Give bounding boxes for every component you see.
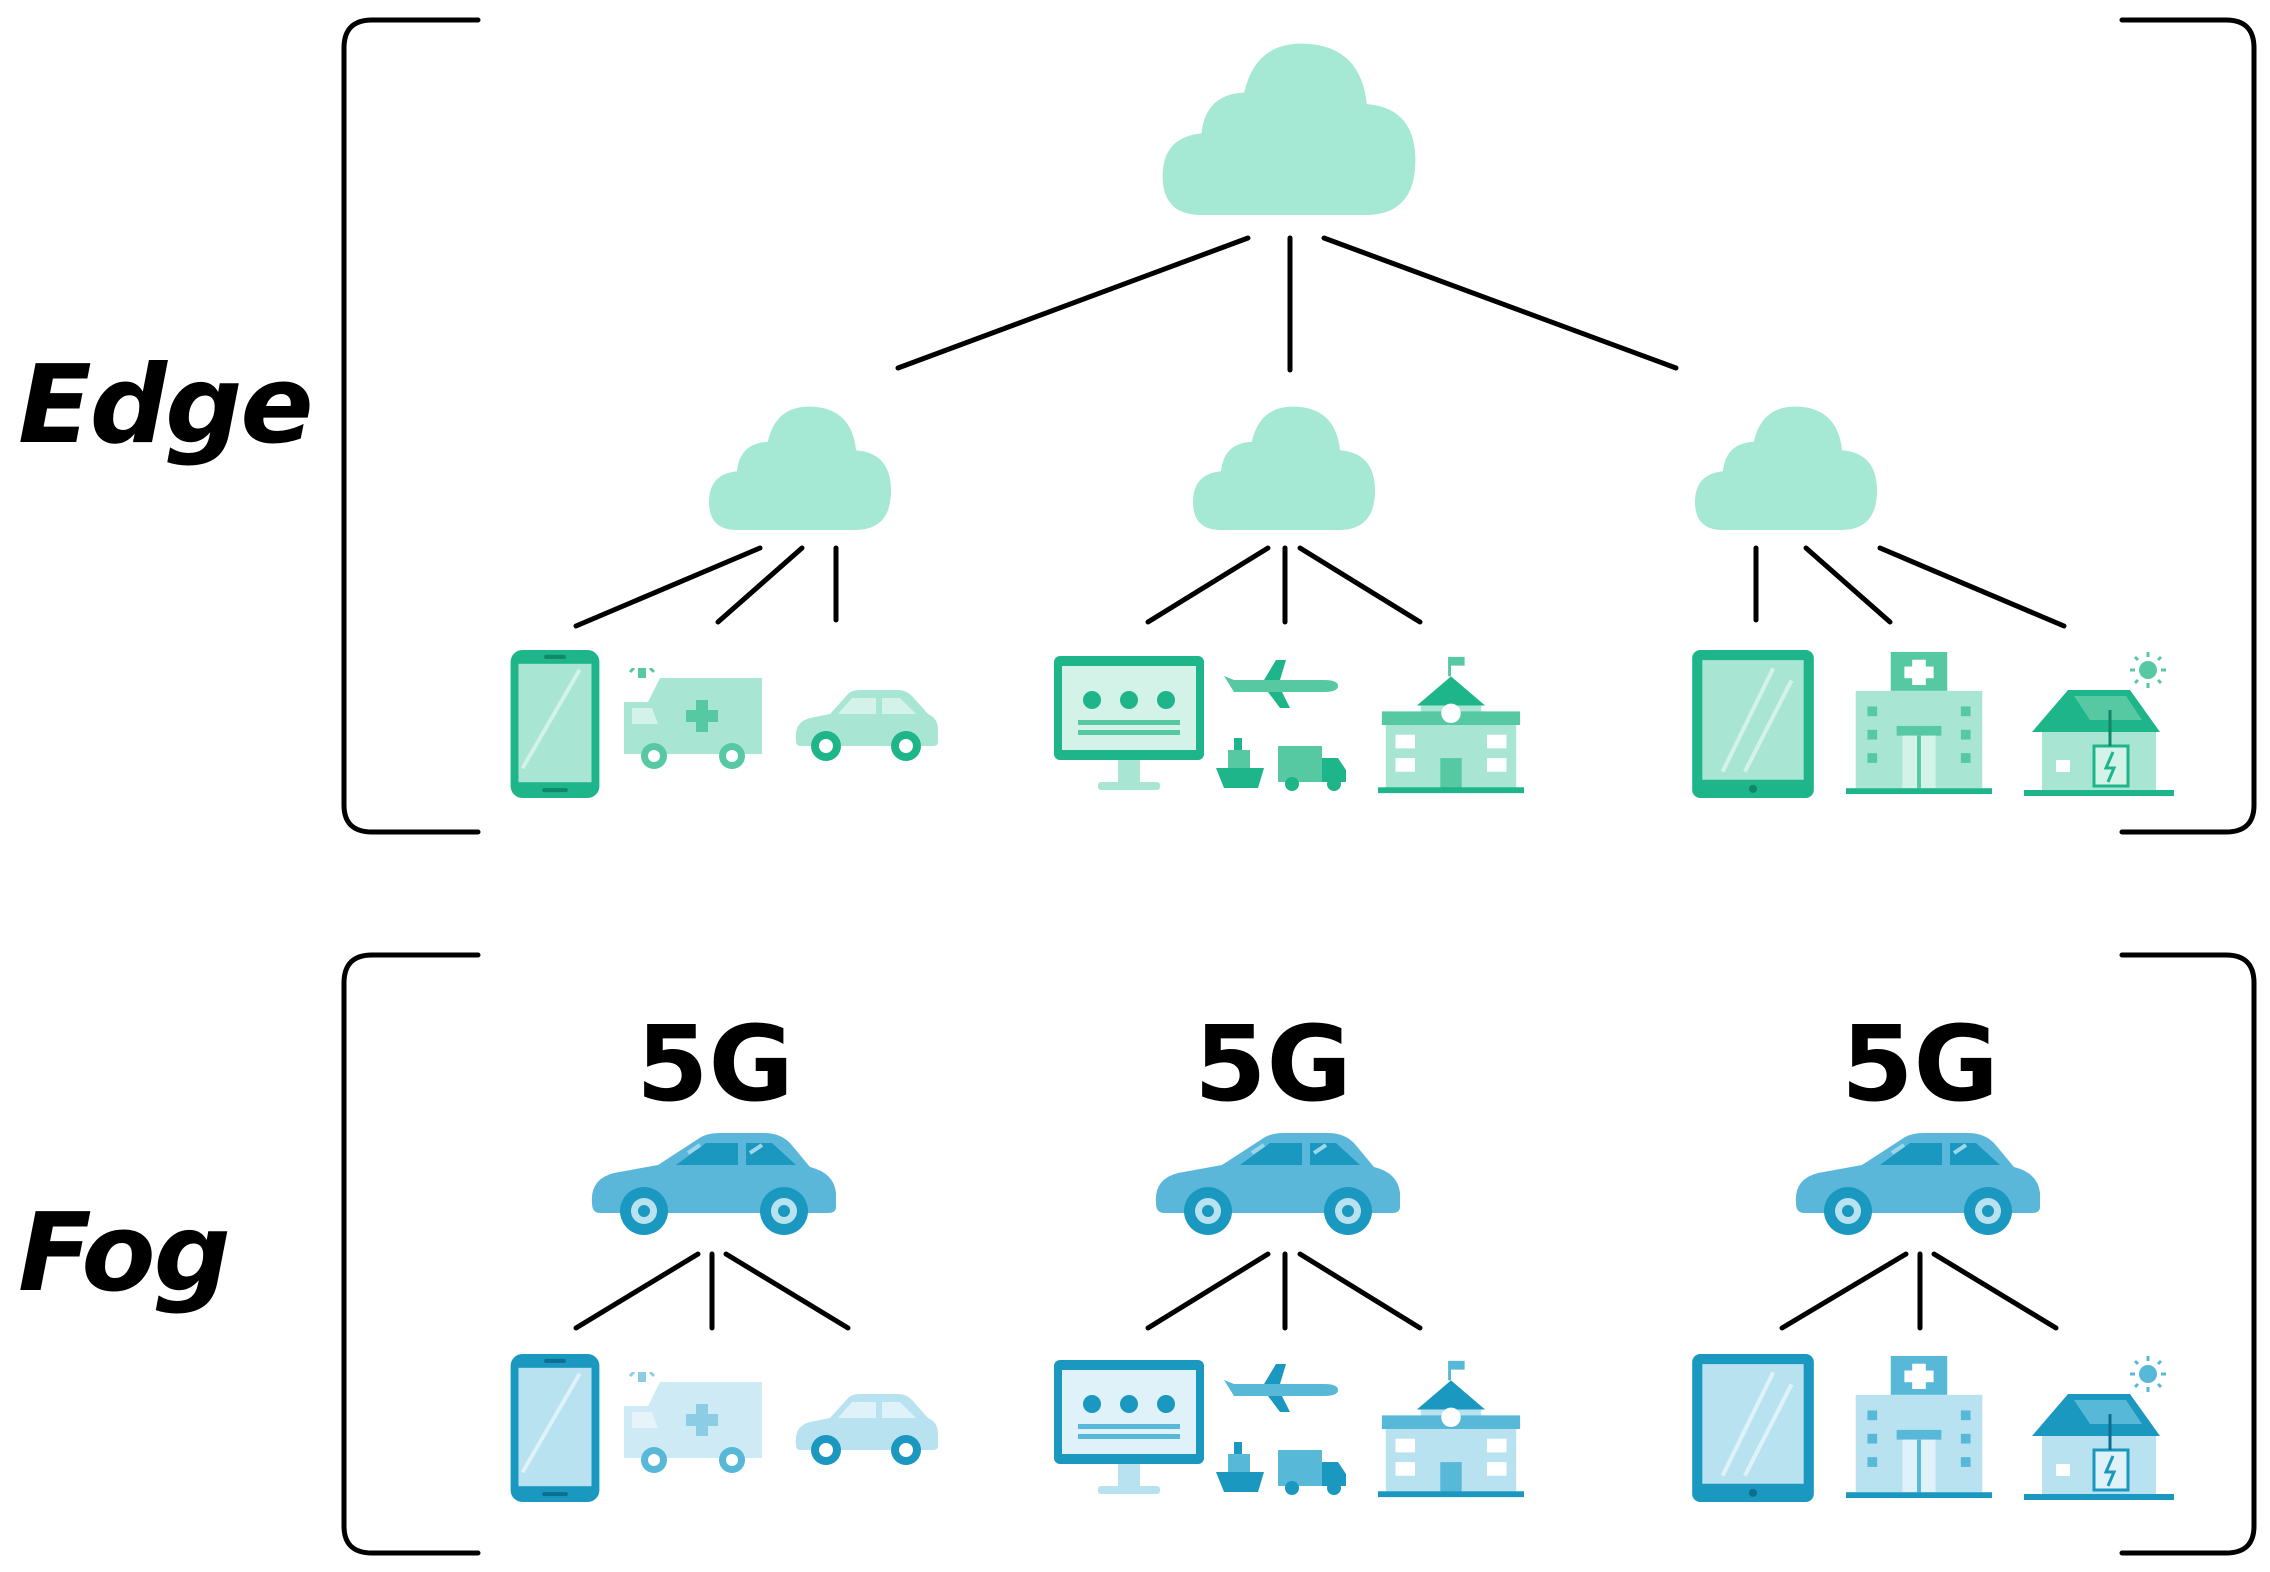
fog-monitor-icon xyxy=(1054,1360,1204,1494)
fog-car-icon xyxy=(795,1394,938,1465)
edge-cloud-icon-3 xyxy=(1695,406,1877,530)
fog-connected-car-icon-2 xyxy=(1156,1133,1400,1235)
fog-connected-car-icon-1 xyxy=(592,1133,836,1235)
central-cloud-icon xyxy=(1162,43,1416,215)
fog-school-icon xyxy=(1378,1360,1524,1498)
network-label-2: 5G xyxy=(1194,1003,1352,1125)
fog-label: Fog xyxy=(18,1191,231,1316)
edge-bracket-left xyxy=(341,17,481,835)
fog-ambulance-icon xyxy=(622,1372,764,1475)
fog-hospital-icon xyxy=(1846,1355,1992,1499)
edge-cloud-icon-1 xyxy=(709,406,891,530)
edge-car-icon xyxy=(795,690,938,761)
edge-ambulance-icon xyxy=(622,668,764,771)
edge-smart-home-icon xyxy=(2024,650,2174,796)
edge-bracket-right xyxy=(2119,17,2257,835)
fog-connections xyxy=(573,1251,2059,1331)
edge-label: Edge xyxy=(18,343,314,468)
fog-bracket-right xyxy=(2119,952,2257,1556)
edge-smartphone-icon xyxy=(510,650,600,798)
edge-tablet-icon xyxy=(1692,650,1814,798)
edge-school-icon xyxy=(1378,656,1524,794)
fog-connected-car-icon-3 xyxy=(1796,1133,2040,1235)
fog-smartphone-icon xyxy=(510,1354,600,1502)
edge-logistics-icon xyxy=(1216,660,1346,791)
edge-monitor-icon xyxy=(1054,656,1204,790)
network-label-3: 5G xyxy=(1841,1003,1999,1125)
edge-connections xyxy=(573,235,2067,629)
edge-cloud-icon-2 xyxy=(1193,406,1375,530)
fog-logistics-icon xyxy=(1216,1364,1346,1495)
network-label-1: 5G xyxy=(636,1003,794,1125)
edge-hospital-icon xyxy=(1846,651,1992,795)
fog-smart-home-icon xyxy=(2024,1354,2174,1500)
fog-bracket-left xyxy=(341,952,481,1556)
fog-tablet-icon xyxy=(1692,1354,1814,1502)
